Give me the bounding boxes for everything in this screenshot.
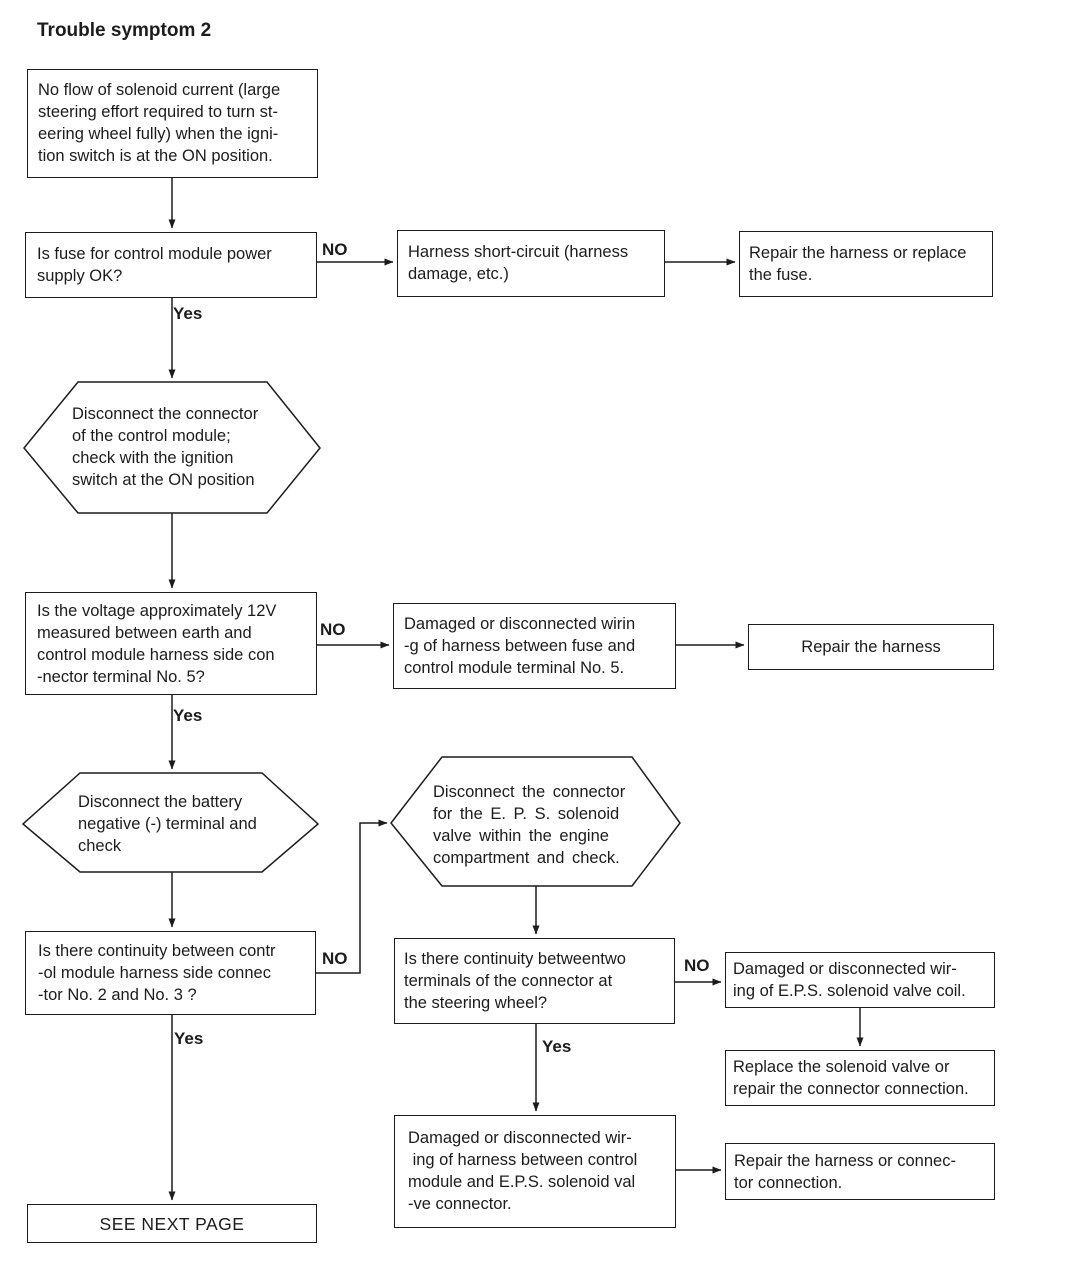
node-q-fuse: Is fuse for control module power supply … — [25, 232, 317, 298]
node-symptom: No flow of solenoid current (large steer… — [27, 69, 318, 178]
label-yes-voltage: Yes — [173, 706, 203, 725]
node-disconnect-eps-connector: Disconnect the connector for the E. P. S… — [433, 783, 626, 867]
label-yes-continuity-steering: Yes — [542, 1037, 572, 1056]
node-repair-harness-connector: Repair the harness or connec- tor connec… — [725, 1143, 995, 1200]
hexagon-disconnect-battery — [21, 772, 320, 873]
arrow-continuity-no-to-hex3 — [316, 819, 388, 974]
label-no-continuity-module: NO — [322, 949, 348, 968]
label-no-voltage: NO — [320, 620, 346, 639]
node-q-continuity-steering: Is there continuity betweentwo terminals… — [394, 938, 675, 1024]
hexagon-disconnect-module — [23, 381, 321, 514]
node-harness-short-circuit: Harness short-circuit (harness damage, e… — [397, 230, 665, 297]
label-yes-fuse: Yes — [173, 304, 203, 323]
page-title: Trouble symptom 2 — [37, 20, 212, 41]
hexagon-disconnect-eps — [390, 756, 681, 887]
node-disconnect-battery: Disconnect the battery negative (-) term… — [78, 793, 257, 855]
node-damaged-wiring-fuse-module: Damaged or disconnected wirin -g of harn… — [393, 603, 676, 689]
node-damaged-wiring-module-eps: Damaged or disconnected wir- ing of harn… — [394, 1115, 676, 1228]
node-repair-harness: Repair the harness — [748, 624, 994, 670]
node-q-voltage: Is the voltage approximately 12V measure… — [25, 592, 317, 695]
node-repair-harness-or-fuse: Repair the harness or replace the fuse. — [739, 231, 993, 297]
label-yes-continuity-module: Yes — [174, 1029, 204, 1048]
label-no-continuity-steering: NO — [684, 956, 710, 975]
label-no-fuse: NO — [322, 240, 348, 259]
node-q-continuity-module: Is there continuity between contr -ol mo… — [25, 931, 316, 1015]
node-see-next-page: SEE NEXT PAGE — [27, 1204, 317, 1243]
node-damaged-eps-coil-wiring: Damaged or disconnected wir- ing of E.P.… — [725, 952, 995, 1008]
node-replace-solenoid-valve: Replace the solenoid valve or repair the… — [725, 1050, 995, 1106]
node-disconnect-module-connector: Disconnect the connector of the control … — [72, 405, 259, 489]
